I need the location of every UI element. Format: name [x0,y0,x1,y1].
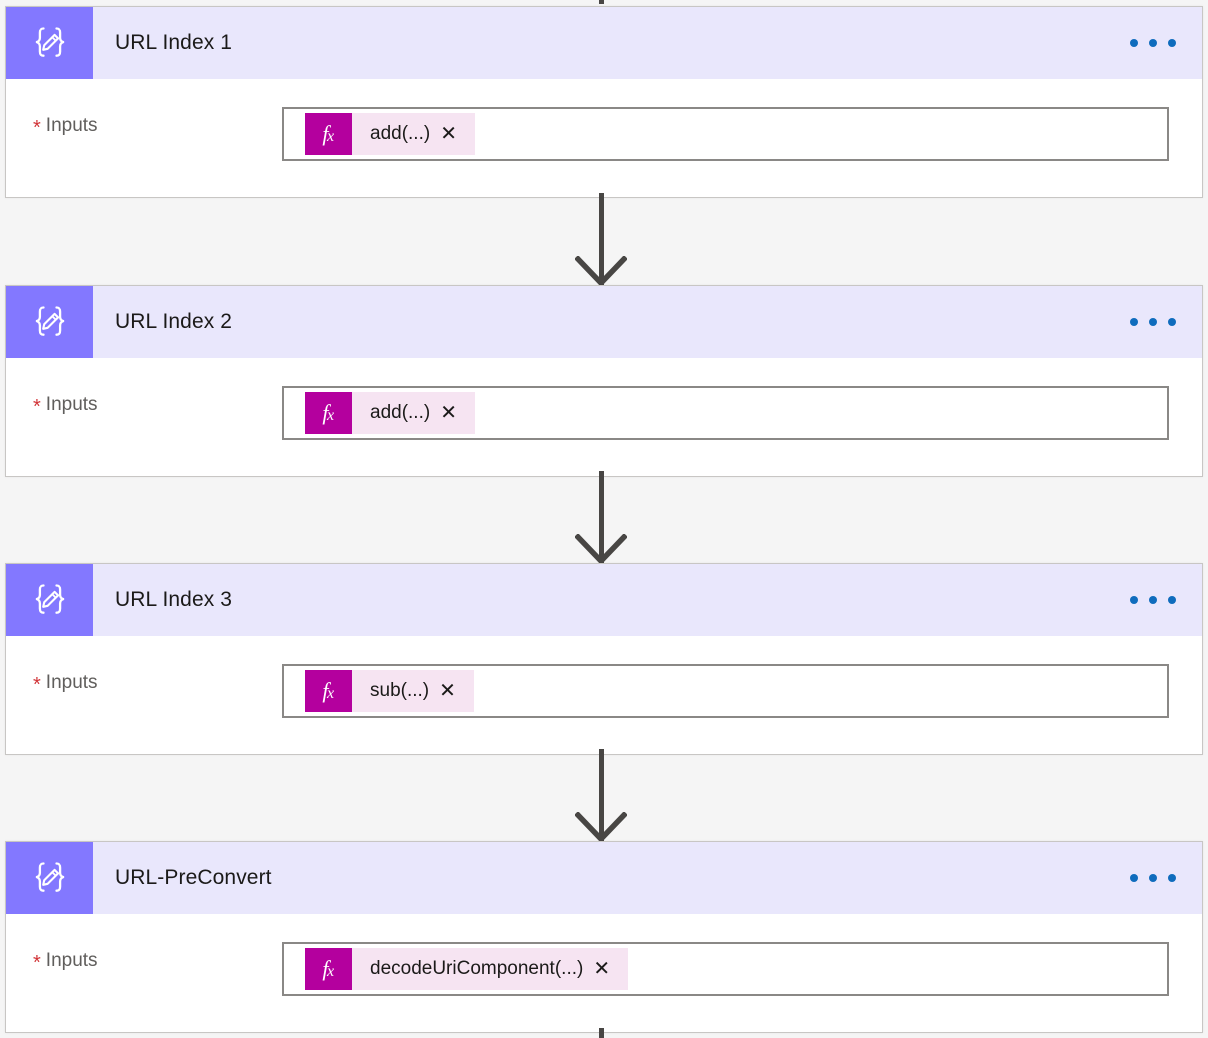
connector-arrow-1 [0,193,1208,286]
required-asterisk: * [33,396,41,418]
required-asterisk: * [33,674,41,696]
card-header[interactable]: URL Index 2 [6,286,1202,358]
ellipsis-menu-icon[interactable] [1120,564,1202,636]
compose-braces-pencil-icon [6,7,93,79]
compose-braces-pencil-icon [6,842,93,914]
inputs-field-label: * Inputs [6,386,282,424]
card-header[interactable]: URL Index 1 [6,7,1202,79]
compose-braces-pencil-icon [6,564,93,636]
field-label-text: Inputs [45,950,98,971]
close-x-icon[interactable]: ✕ [440,123,457,145]
menu-dot [1168,318,1176,326]
expression-token-text: decodeUriComponent(...) [370,958,584,979]
inputs-field-label: * Inputs [6,942,282,980]
card-title: URL-PreConvert [115,866,272,889]
menu-dot [1149,318,1157,326]
card-title: URL Index 3 [115,588,233,611]
menu-dot [1149,596,1157,604]
required-asterisk: * [33,117,41,139]
expression-token-text: add(...) [370,123,431,144]
inputs-field-label: * Inputs [6,664,282,702]
card-header[interactable]: URL-PreConvert [6,842,1202,914]
menu-dot [1168,596,1176,604]
connector-arrow-3 [0,749,1208,842]
connector-arrow-2 [0,471,1208,564]
card-title: URL Index 1 [115,31,233,54]
inputs-field-label: * Inputs [6,107,282,145]
down-arrow-icon [575,534,627,564]
connector-stub-top [599,0,604,4]
menu-dot [1168,874,1176,882]
connector-stub-bottom [599,1028,604,1038]
menu-dot [1130,596,1138,604]
menu-dot [1149,874,1157,882]
expression-token-text: add(...) [370,402,431,423]
menu-dot [1130,874,1138,882]
card-header[interactable]: URL Index 3 [6,564,1202,636]
menu-dot [1130,39,1138,47]
menu-dot [1149,39,1157,47]
connector-line [599,471,604,563]
connector-line [599,749,604,841]
compose-braces-pencil-icon [6,286,93,358]
menu-dot [1168,39,1176,47]
required-asterisk: * [33,952,41,974]
close-x-icon[interactable]: ✕ [440,402,457,424]
expression-token-text: sub(...) [370,680,430,701]
field-label-text: Inputs [45,115,98,136]
close-x-icon[interactable]: ✕ [593,958,611,980]
menu-dot [1130,318,1138,326]
connector-line [599,193,604,285]
field-label-text: Inputs [45,394,98,415]
ellipsis-menu-icon[interactable] [1120,842,1202,914]
field-label-text: Inputs [45,672,98,693]
card-title: URL Index 2 [115,310,233,333]
down-arrow-icon [575,812,627,842]
down-arrow-icon [575,256,627,286]
close-x-icon[interactable]: ✕ [439,680,456,702]
ellipsis-menu-icon[interactable] [1120,7,1202,79]
ellipsis-menu-icon[interactable] [1120,286,1202,358]
